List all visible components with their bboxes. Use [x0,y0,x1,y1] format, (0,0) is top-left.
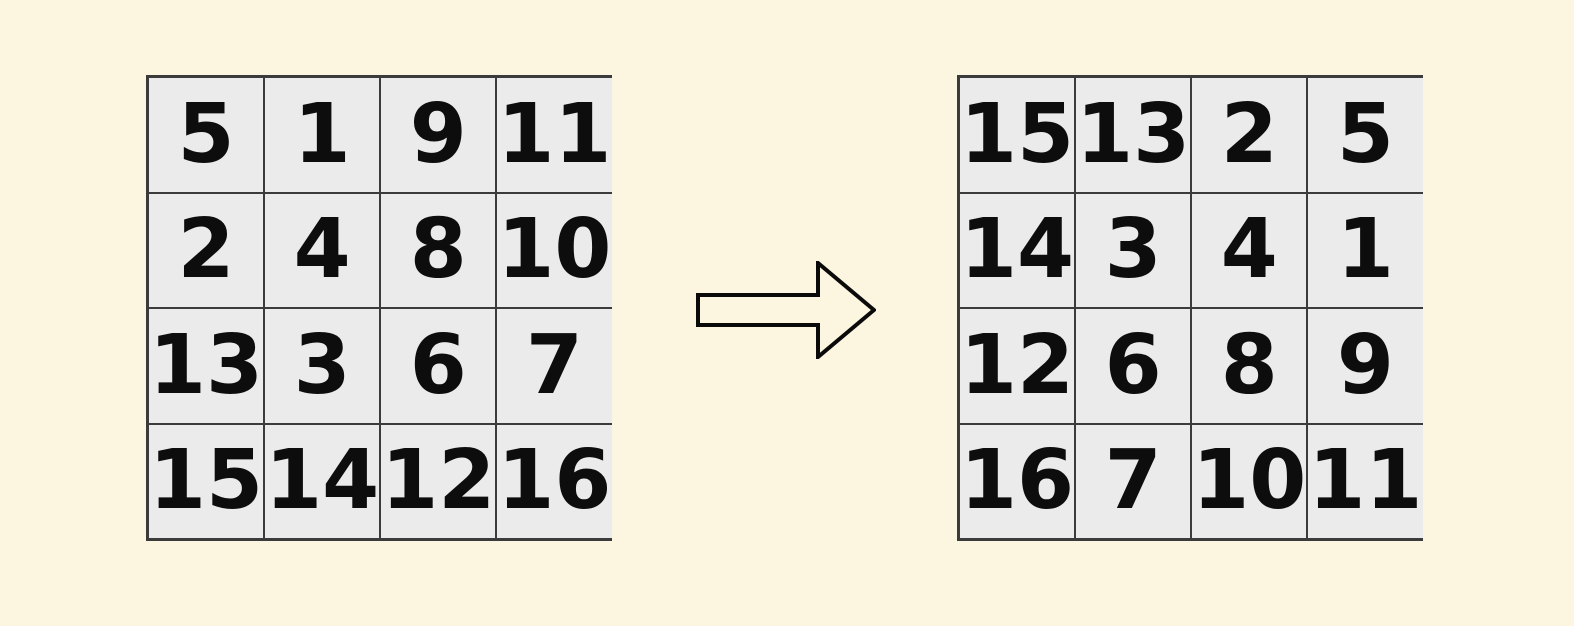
grid-before-cell-r2c0: 13 [149,309,264,423]
grid-after-cell-r2c2: 8 [1192,309,1307,423]
grid-after-cell-r3c1: 7 [1076,424,1191,538]
grid-before-cell-r0c1: 1 [265,78,380,192]
grid-before-cell-r2c3: 7 [497,309,612,423]
grid-after-cell-r1c0: 14 [960,193,1075,307]
grid-before-cell-r2c2: 6 [381,309,496,423]
grid-before-cell-r2c1: 3 [265,309,380,423]
grid-before-cell-r1c0: 2 [149,193,264,307]
grid-after-cell-r1c3: 1 [1308,193,1423,307]
grid-before-cell-r3c3: 16 [497,424,612,538]
grid-after-cell-r0c0: 15 [960,78,1075,192]
grid-after-cell-r2c1: 6 [1076,309,1191,423]
grid-after-cell-r0c1: 13 [1076,78,1191,192]
grid-after-cell-r3c0: 16 [960,424,1075,538]
grid-after-cell-r3c3: 11 [1308,424,1423,538]
grid-before-cell-r0c2: 9 [381,78,496,192]
right-arrow-icon [696,261,876,359]
grid-before-cell-r1c3: 10 [497,193,612,307]
grid-before: 5 1 9 11 2 4 8 10 13 3 6 7 15 14 12 16 [146,75,612,541]
grid-before-cell-r3c1: 14 [265,424,380,538]
grid-before-cell-r1c2: 8 [381,193,496,307]
grid-after-cell-r2c0: 12 [960,309,1075,423]
grid-after-cell-r0c3: 5 [1308,78,1423,192]
grid-after-cell-r1c1: 3 [1076,193,1191,307]
grid-before-cell-r3c0: 15 [149,424,264,538]
grid-before-cell-r3c2: 12 [381,424,496,538]
grid-before-cell-r0c0: 5 [149,78,264,192]
grid-after: 15 13 2 5 14 3 4 1 12 6 8 9 16 7 10 11 [957,75,1423,541]
grid-before-cell-r0c3: 11 [497,78,612,192]
grid-after-cell-r3c2: 10 [1192,424,1307,538]
grid-after-cell-r2c3: 9 [1308,309,1423,423]
grid-after-cell-r0c2: 2 [1192,78,1307,192]
grid-before-cell-r1c1: 4 [265,193,380,307]
grid-after-cell-r1c2: 4 [1192,193,1307,307]
